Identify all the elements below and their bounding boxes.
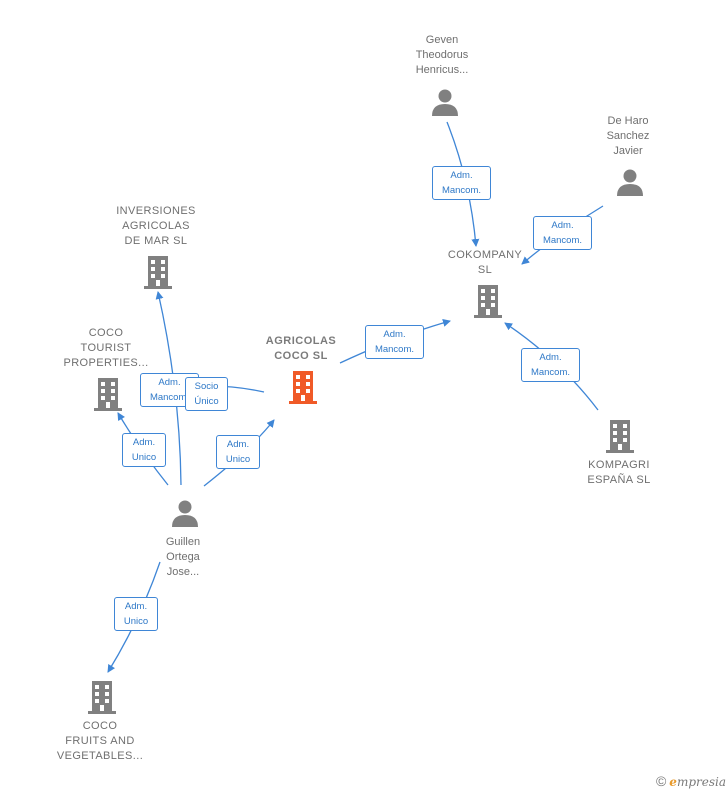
building-icon[interactable] <box>142 254 174 290</box>
relation-text: Adm. <box>132 437 156 448</box>
label-line: FRUITS AND <box>65 735 135 747</box>
label-line: COCO <box>88 327 124 339</box>
relation-badge-guillen-agricolas[interactable]: Adm. Unico <box>216 435 260 469</box>
label-line: SL <box>477 264 493 276</box>
relation-text: Adm. <box>124 601 148 612</box>
label-line: KOMPAGRI <box>588 459 650 471</box>
relation-text: Adm. <box>383 329 406 340</box>
relation-text: Adm. <box>226 439 250 450</box>
relation-text: Adm. <box>158 377 181 388</box>
label-line: Theodorus <box>415 49 469 61</box>
node-label-coco-fruits: COCO FRUITS AND VEGETABLES... <box>57 719 143 764</box>
node-label-kompagri: KOMPAGRI ESPAÑA SL <box>587 458 650 488</box>
label-line: Ortega <box>166 551 200 563</box>
label-line: Sanchez <box>606 130 650 142</box>
relation-text: Mancom. <box>441 185 482 196</box>
label-line: ESPAÑA SL <box>587 474 651 486</box>
relation-text: Unico <box>131 452 157 463</box>
relation-badge-deharo-cokompany[interactable]: Adm. Mancom. <box>533 216 592 250</box>
relation-badge-guillen-tourist[interactable]: Adm. Unico <box>122 433 166 467</box>
person-icon[interactable] <box>615 168 645 198</box>
relation-badge-agricolas-cokompany[interactable]: Adm. Mancom. <box>365 325 424 359</box>
label-line: COKOMPANY <box>447 249 523 261</box>
relation-badge-kompagri-cokompany[interactable]: Adm. Mancom. <box>521 348 580 382</box>
relation-badge-guillen-fruits[interactable]: Adm. Unico <box>114 597 158 631</box>
relation-badge-geven-cokompany[interactable]: Adm. Mancom. <box>432 166 491 200</box>
label-line: AGRICOLAS <box>265 335 337 347</box>
relation-text: Adm. <box>450 170 473 181</box>
node-label-agricolas: AGRICOLAS COCO SL <box>266 334 337 364</box>
building-icon[interactable] <box>604 418 636 454</box>
building-icon[interactable] <box>92 376 124 412</box>
person-icon[interactable] <box>430 88 460 118</box>
label-line: TOURIST <box>80 342 132 354</box>
relation-text: Único <box>194 396 219 407</box>
relation-badge-socio-unico[interactable]: Socio Único <box>185 377 228 411</box>
label-line: AGRICOLAS <box>122 220 190 232</box>
label-line: COCO <box>82 720 118 732</box>
brand-watermark: ©empresia <box>656 773 726 789</box>
node-label-inversiones: INVERSIONES AGRICOLAS DE MAR SL <box>116 204 196 249</box>
label-line: Henricus... <box>415 64 469 76</box>
building-icon[interactable] <box>86 679 118 715</box>
relation-text: Mancom. <box>149 392 190 403</box>
label-line: De Haro <box>607 115 649 127</box>
node-label-deharo: De Haro Sanchez Javier <box>607 114 650 159</box>
node-label-geven: Geven Theodorus Henricus... <box>416 33 469 78</box>
label-line: Guillen <box>165 536 201 548</box>
relation-text: Adm. <box>539 352 562 363</box>
brand-logo-letter: e <box>669 775 677 789</box>
brand-logo-text: mpresia <box>676 775 726 789</box>
node-label-coco-tourist: COCO TOURIST PROPERTIES... <box>63 326 148 371</box>
node-label-cokompany: COKOMPANY SL <box>448 248 522 278</box>
relation-text: Unico <box>123 616 149 627</box>
building-icon-main[interactable] <box>287 369 319 405</box>
label-line: INVERSIONES <box>116 205 196 217</box>
building-icon[interactable] <box>472 283 504 319</box>
label-line: DE MAR SL <box>124 235 188 247</box>
copyright-symbol: © <box>655 773 667 789</box>
node-label-guillen: Guillen Ortega Jose... <box>166 535 200 580</box>
relation-text: Socio <box>194 381 219 392</box>
label-line: VEGETABLES... <box>56 750 144 762</box>
relation-text: Mancom. <box>374 344 415 355</box>
label-line: PROPERTIES... <box>63 357 149 369</box>
relation-text: Adm. <box>551 220 574 231</box>
label-line: Javier <box>613 145 643 157</box>
person-icon[interactable] <box>170 499 200 529</box>
label-line: COCO SL <box>274 350 328 362</box>
label-line: Geven <box>425 34 459 46</box>
relation-text: Mancom. <box>542 235 583 246</box>
label-line: Jose... <box>166 566 200 578</box>
relation-text: Mancom. <box>530 367 571 378</box>
relation-text: Unico <box>225 454 251 465</box>
